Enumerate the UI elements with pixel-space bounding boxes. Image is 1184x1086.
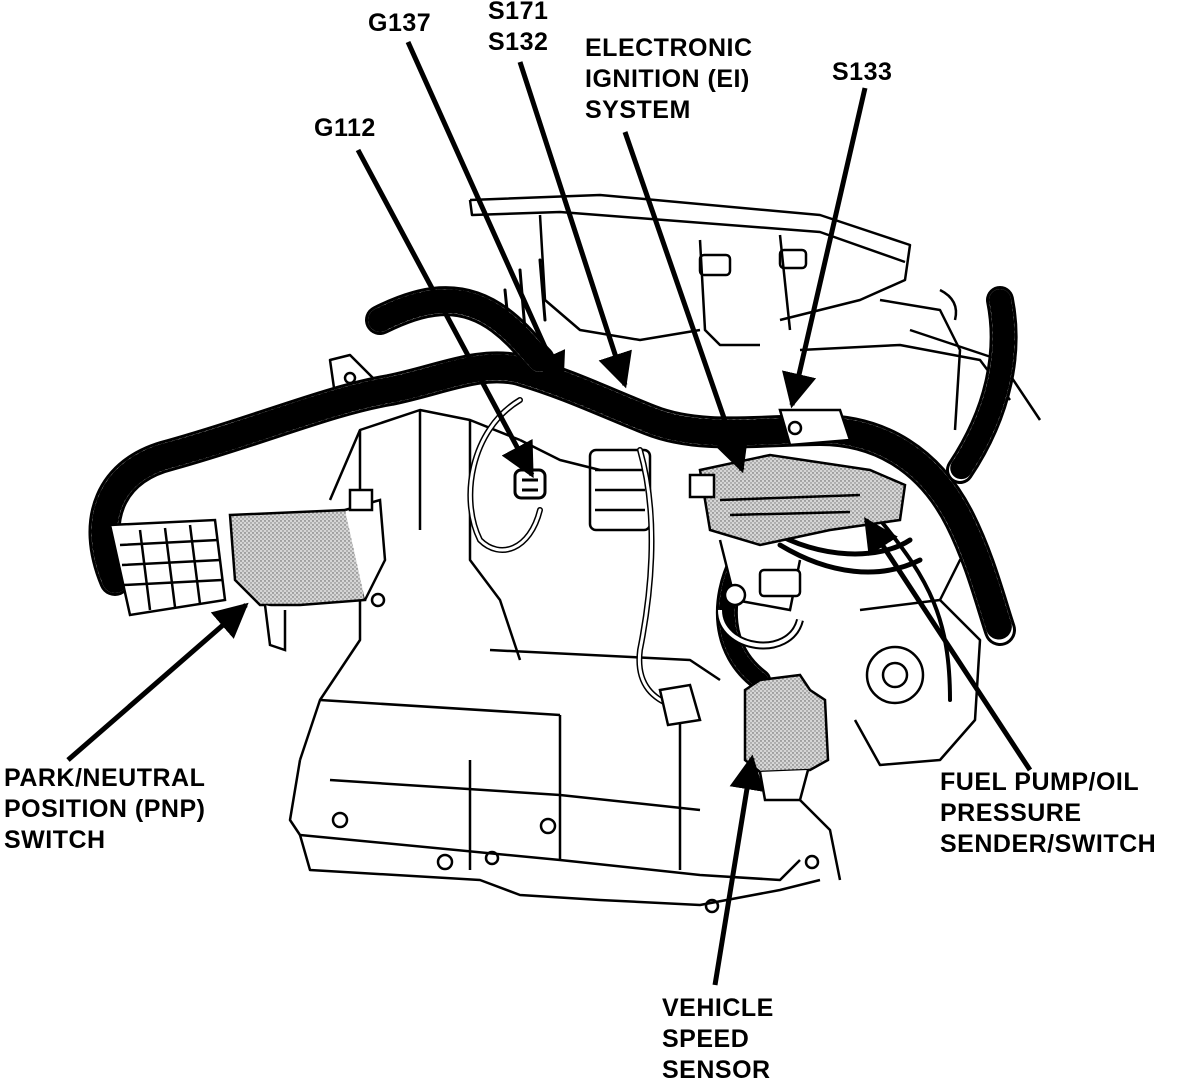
label-s133: S133 bbox=[832, 58, 893, 86]
leader-lines bbox=[66, 40, 1033, 986]
ignition-module-cluster bbox=[688, 453, 907, 650]
arrow-vehicle-speed-sensor bbox=[712, 754, 765, 986]
label-vehicle-speed-sensor: VEHICLE SPEED SENSOR bbox=[662, 994, 774, 1084]
label-s171-s132: S171 S132 bbox=[488, 0, 549, 56]
wiring-harness bbox=[88, 258, 1018, 708]
label-fuel-pump-oil-pressure-sender: FUEL PUMP/OIL PRESSURE SENDER/SWITCH bbox=[940, 768, 1157, 858]
arrow-g112 bbox=[355, 148, 535, 479]
label-electronic-ignition-system: ELECTRONIC IGNITION (EI) SYSTEM bbox=[585, 34, 753, 124]
arrow-s133 bbox=[782, 87, 868, 409]
arrow-s171-s132 bbox=[517, 61, 632, 389]
label-g112: G112 bbox=[314, 114, 376, 142]
arrow-pnp-switch bbox=[66, 602, 249, 762]
sensor-pigtail-connector bbox=[658, 683, 702, 727]
arrow-ei-system bbox=[622, 131, 749, 474]
label-pnp-switch: PARK/NEUTRAL POSITION (PNP) SWITCH bbox=[4, 764, 206, 854]
arrow-g137 bbox=[405, 40, 566, 389]
pnp-switch-body bbox=[228, 488, 387, 652]
vehicle-speed-sensor-body bbox=[743, 673, 830, 802]
g112-ground bbox=[513, 468, 547, 500]
s133-splice bbox=[778, 408, 852, 447]
arrow-fuel-pump-sender bbox=[863, 517, 1033, 772]
label-g137: G137 bbox=[368, 9, 432, 37]
harness-connector bbox=[108, 518, 227, 617]
